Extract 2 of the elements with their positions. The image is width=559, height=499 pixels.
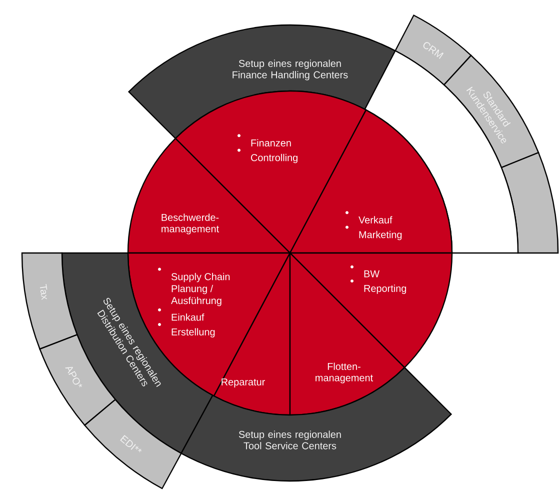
band-segment: Setup eines regionalen Finance Handling Centers <box>128 24 398 140</box>
ring-segment <box>500 152 559 254</box>
